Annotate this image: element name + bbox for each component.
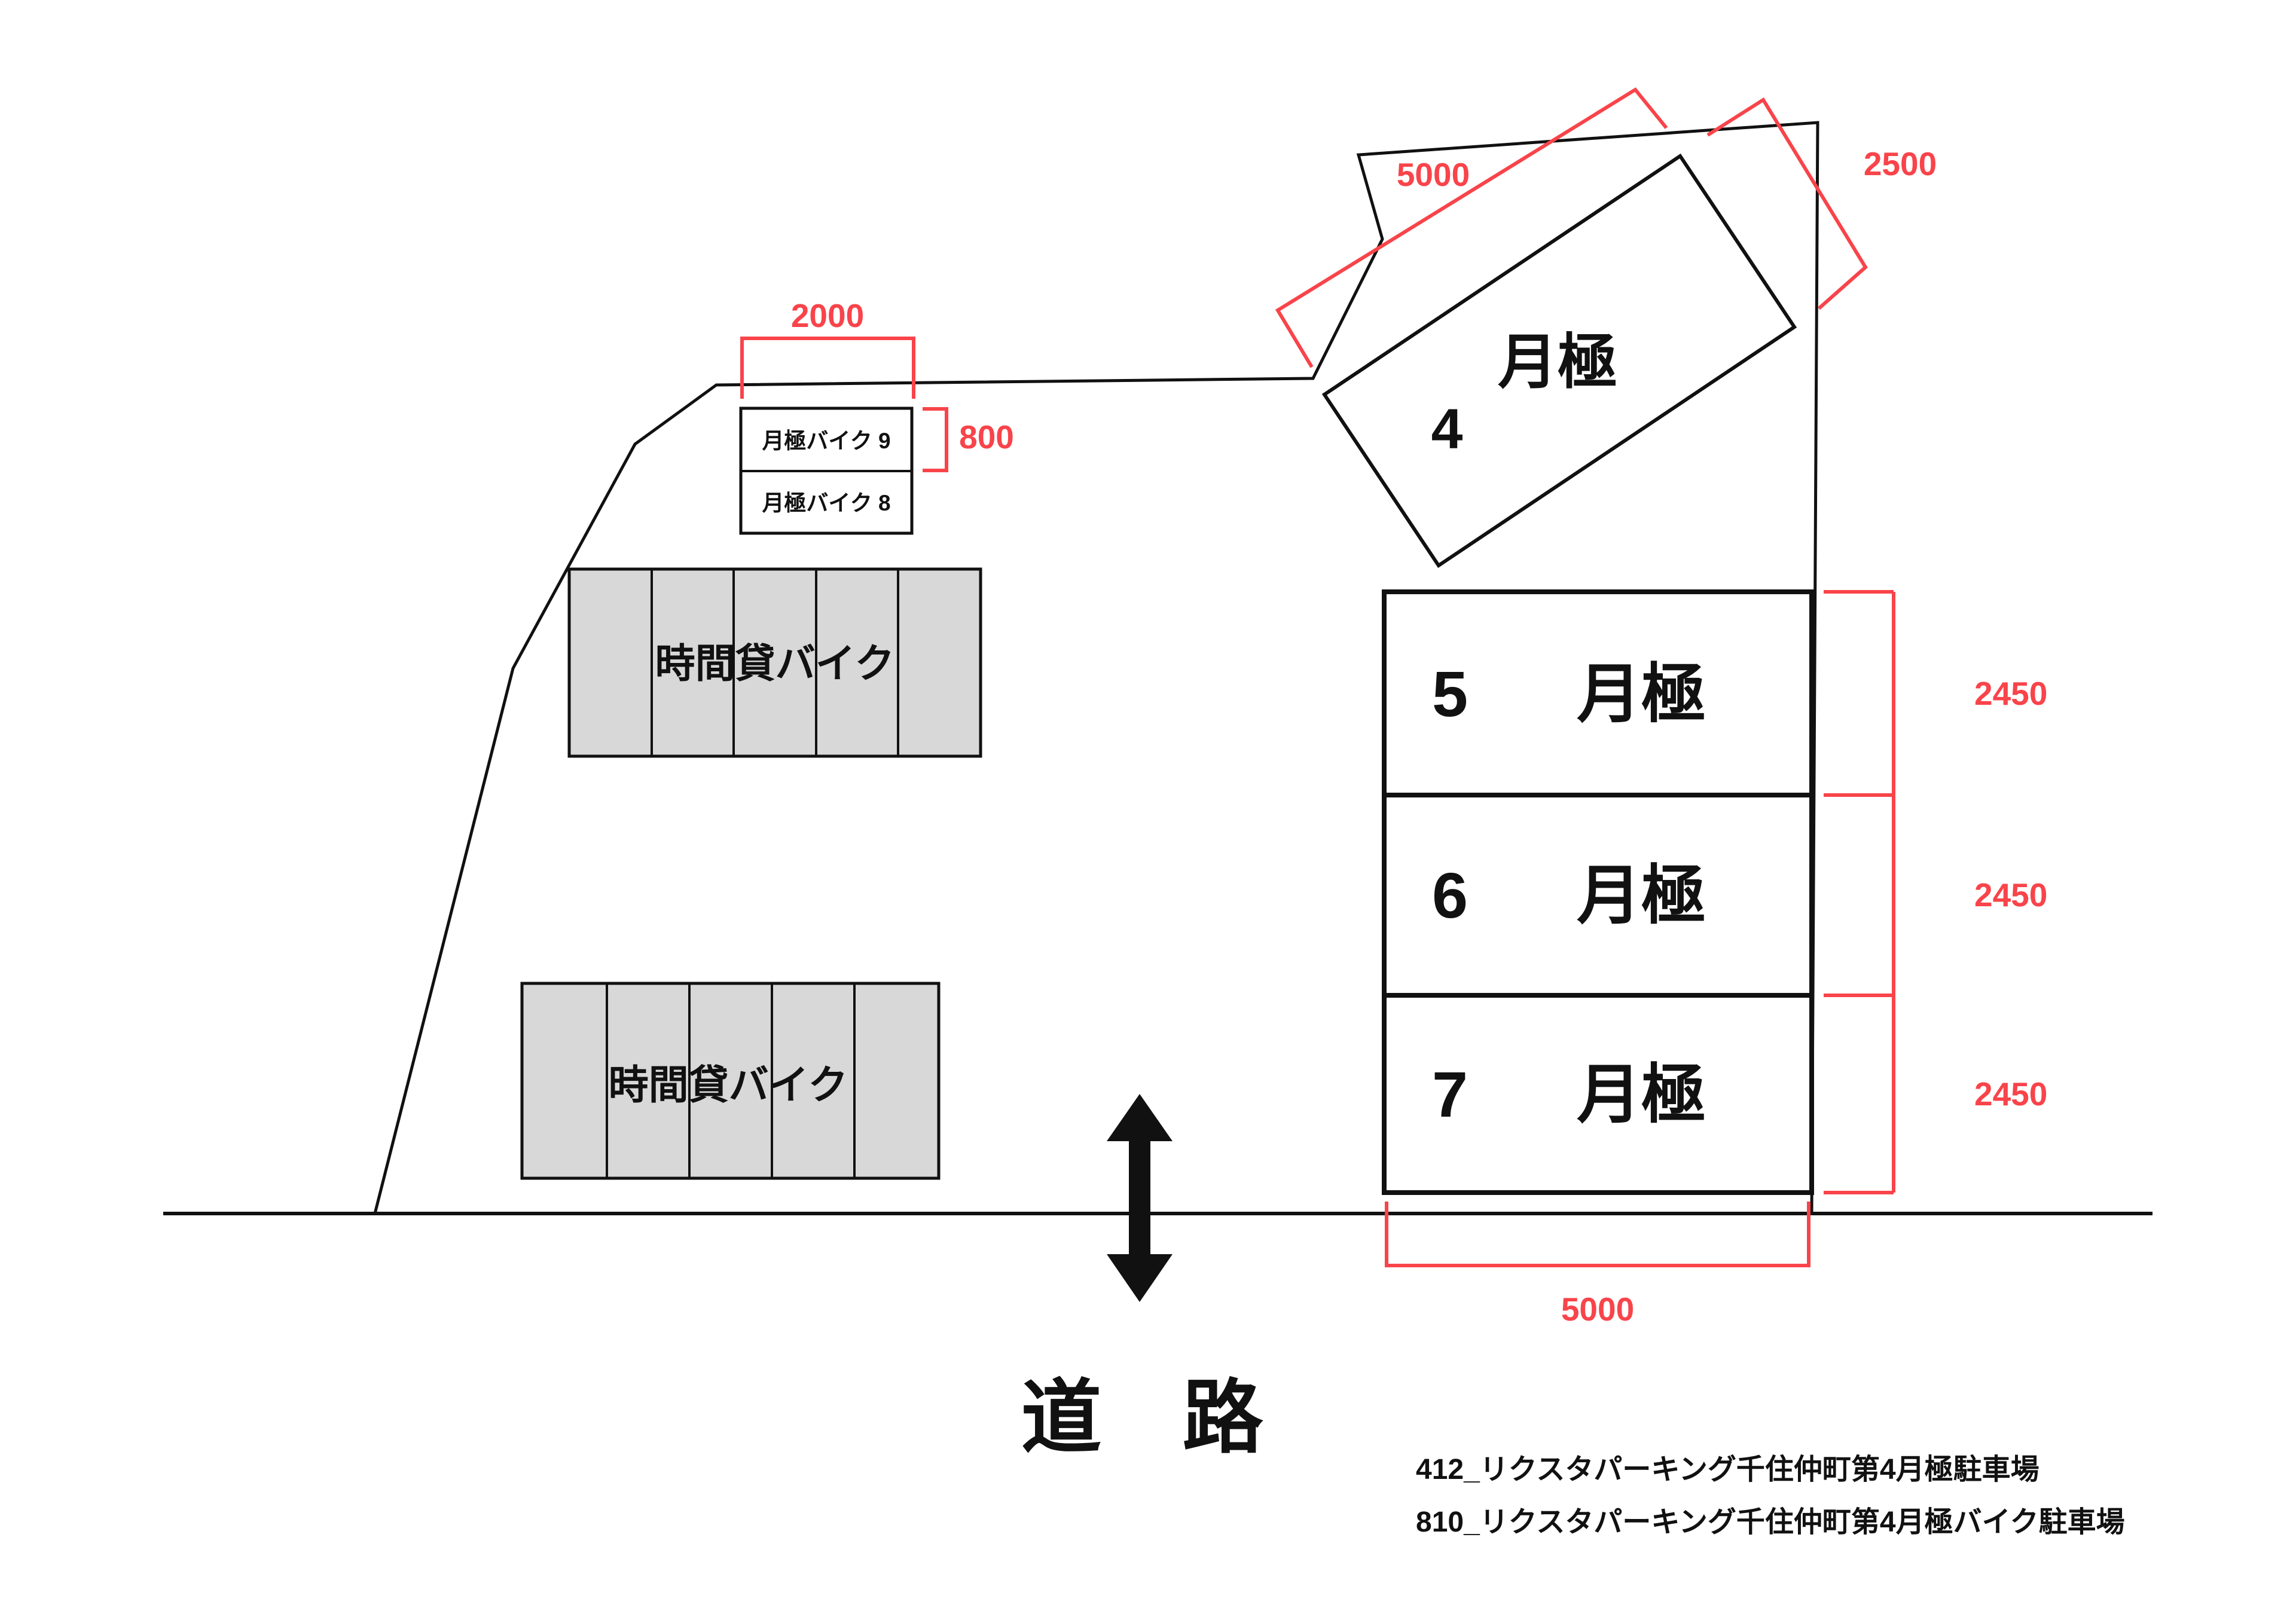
space-4-type-label: 月極 [1498, 329, 1617, 396]
space-7-outline [1382, 993, 1814, 1195]
space-6-outline [1382, 793, 1814, 998]
dim-label-space5-height: 2450 [1974, 675, 2047, 712]
space-7-number: 7 [1432, 1058, 1468, 1130]
hourly-bike-area-lower [520, 982, 941, 1180]
dim-label-space7-height: 2450 [1974, 1075, 2047, 1112]
dim-label-bike-width: 2000 [791, 297, 864, 334]
space-6-type-label: 月極 [1577, 859, 1706, 931]
bike-space-8-label: 月極バイク 8 [762, 491, 890, 515]
road-label: 道 路 [1021, 1373, 1264, 1463]
dim-label-bike-height: 800 [959, 418, 1014, 456]
space-5-number: 5 [1432, 658, 1468, 730]
bike-space-9-label: 月極バイク 9 [762, 429, 890, 453]
space-5-type-label: 月極 [1577, 658, 1706, 730]
space-4-number: 4 [1431, 398, 1463, 461]
lot-boundary-line [373, 121, 1819, 1214]
note-line-2: 810_リクスタパーキング千住仲町第4月極バイク駐車場 [1416, 1506, 2125, 1538]
hourly-bike-area-upper [567, 567, 982, 758]
note-line-1: 412_リクスタパーキング千住仲町第4月極駐車場 [1416, 1454, 2039, 1486]
dim-bracket-space7-width [1385, 1202, 1810, 1267]
dim-label-space6-height: 2450 [1974, 876, 2047, 913]
dim-bracket-bike-height [923, 407, 948, 472]
dim-bracket-space4-length [1275, 87, 1668, 368]
entrance-double-arrow-icon [1107, 1094, 1173, 1302]
dim-bracket-bike-width [740, 337, 915, 399]
space-6-number: 6 [1432, 859, 1468, 931]
space-7-type-label: 月極 [1577, 1058, 1706, 1130]
dim-label-space4-length: 5000 [1397, 156, 1470, 193]
dim-label-space4-width: 2500 [1864, 145, 1937, 182]
hourly-bike-area-lower-label: 時間貸バイク [609, 1063, 848, 1108]
hourly-bike-area-upper-label: 時間貸バイク [655, 641, 895, 686]
space-4-outline [1321, 153, 1797, 568]
dim-bracket-space4-width [1706, 97, 1868, 310]
dim-label-space7-width: 5000 [1561, 1291, 1634, 1328]
